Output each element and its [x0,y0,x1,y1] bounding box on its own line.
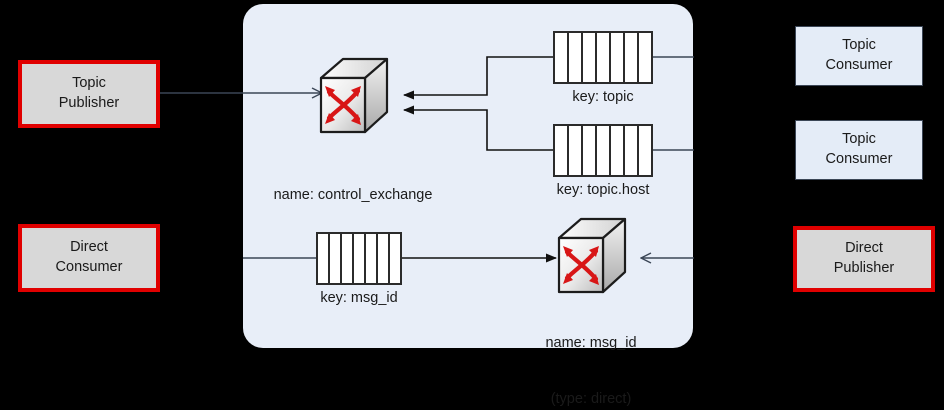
direct-consumer-box[interactable]: Direct Consumer [18,224,160,292]
queue-topic-label: key: topic [572,89,634,105]
topic-consumer-box-2[interactable]: Topic Consumer [795,120,923,180]
queue-cell [639,33,651,82]
topic-consumer-2-line2: Consumer [825,151,893,167]
topic-publisher-box[interactable]: Topic Publisher [18,60,160,128]
queue-cell [569,33,583,82]
queue-cell [583,33,597,82]
queue-topic-host-label: key: topic.host [556,182,650,198]
queue-cell [597,33,611,82]
queue-cell [330,234,342,283]
queue-cell [342,234,354,283]
queue-cell [583,126,597,175]
queue-cell [378,234,390,283]
queue-cell [611,126,625,175]
queue-cell [597,126,611,175]
queue-cell [354,234,366,283]
queue-cell [366,234,378,283]
queue-cell [555,33,569,82]
queue-cell [318,234,330,283]
topic-consumer-box-1[interactable]: Topic Consumer [795,26,923,86]
topic-publisher-line2: Publisher [58,95,120,111]
queue-msg-id[interactable] [316,232,402,285]
msg-id-exchange-name: name: msg_id [545,334,637,351]
direct-publisher-line1: Direct [845,240,883,257]
control-exchange-name: name: control_exchange [273,186,433,203]
msg-id-exchange-type: (type: direct) [550,391,632,408]
topic-consumer-1-line2: Consumer [825,57,893,73]
queue-cell [611,33,625,82]
direct-consumer-line2: Consumer [55,259,123,275]
topic-consumer-1-line1: Topic [842,37,876,54]
queue-cell [625,33,639,82]
direct-consumer-line1: Direct [70,239,108,256]
topic-publisher-line1: Topic [72,75,106,92]
msg-id-exchange-label: name: msg_id (type: direct) [501,296,681,410]
topic-consumer-2-line1: Topic [842,131,876,148]
queue-topic[interactable] [553,31,653,84]
direct-publisher-box[interactable]: Direct Publisher [793,226,935,292]
queue-cell [569,126,583,175]
direct-publisher-line2: Publisher [833,260,895,276]
queue-cell [390,234,400,283]
queue-cell [639,126,651,175]
queue-cell [555,126,569,175]
queue-cell [625,126,639,175]
queue-topic-host[interactable] [553,124,653,177]
queue-msg-id-label: key: msg_id [320,290,398,306]
